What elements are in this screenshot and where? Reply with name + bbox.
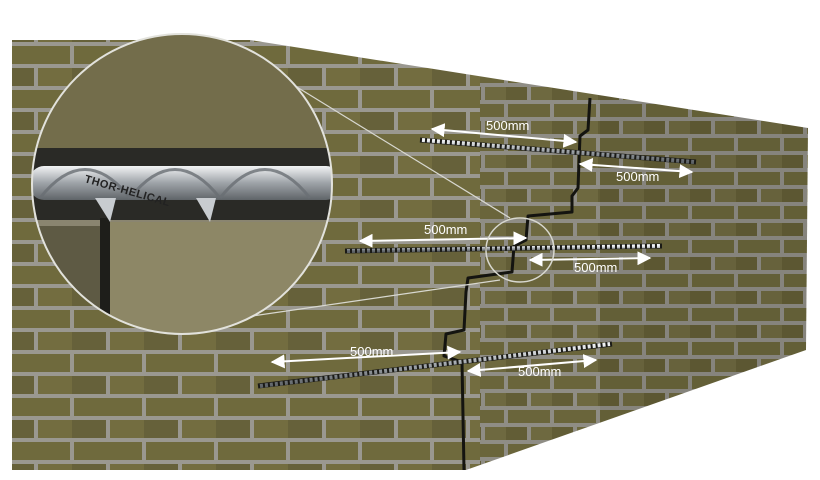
label-top-right: 500mm <box>616 169 659 184</box>
arrow-bottom-left <box>270 345 462 369</box>
arrow-middle-left <box>358 231 528 248</box>
label-top-left: 500mm <box>486 118 529 133</box>
arrow-top-right <box>578 157 694 179</box>
callout-lines <box>251 83 511 317</box>
arrow-bottom-right <box>466 354 598 377</box>
label-middle-left: 500mm <box>424 222 467 237</box>
helical-bar-middle <box>346 244 661 253</box>
dimension-arrows <box>270 123 694 377</box>
label-bottom-left: 500mm <box>350 344 393 359</box>
arrow-middle-right <box>528 251 652 267</box>
dimension-labels: 500mm 500mm 500mm 500mm 500mm 500mm <box>350 118 659 379</box>
arrow-top-left <box>430 123 578 148</box>
magnifier-ring <box>31 33 333 335</box>
label-bottom-right: 500mm <box>518 364 561 379</box>
label-middle-right: 500mm <box>574 260 617 275</box>
focus-circle <box>485 217 555 283</box>
